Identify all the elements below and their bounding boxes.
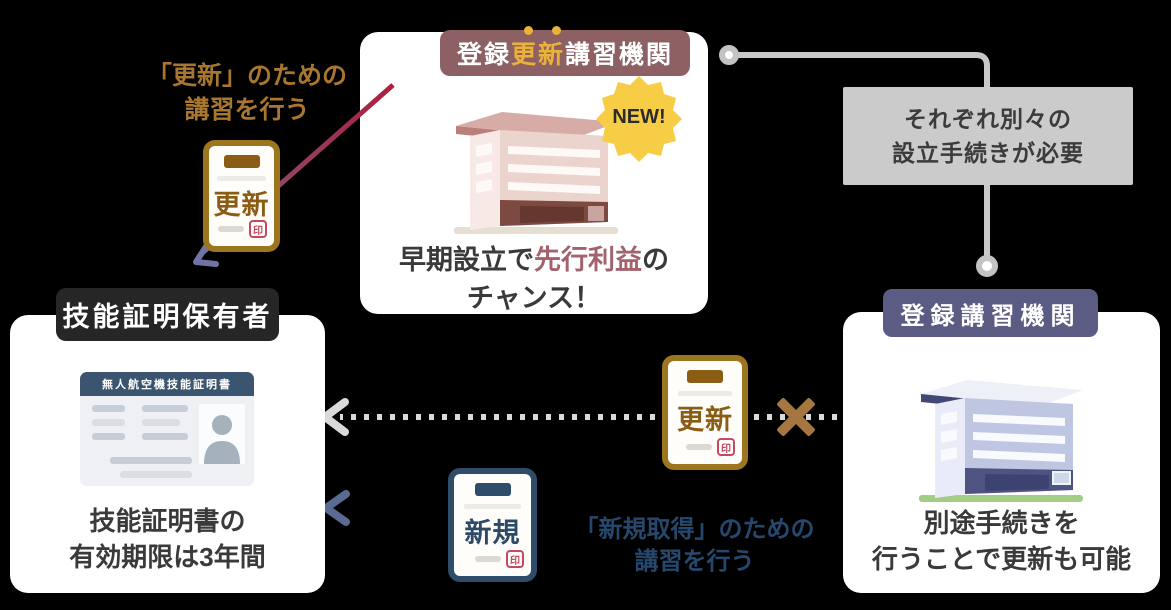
caption-line-1: 別途手続きを xyxy=(923,508,1080,538)
renewal-org-label: 登録更新講習機関 xyxy=(440,26,690,76)
cert-title: 更新 xyxy=(677,405,733,435)
note-line-1: それぞれ別々の xyxy=(904,105,1072,132)
id-card-title: 無人航空機技能証明書 xyxy=(80,372,254,396)
holder-card-caption: 技能証明書の 有効期限は3年間 xyxy=(10,503,325,576)
not-allowed-cross-icon xyxy=(771,392,821,442)
connector-ring-end xyxy=(976,255,998,277)
cert-clip xyxy=(223,155,260,168)
connector-ring-start xyxy=(719,45,739,65)
elbow-connector xyxy=(719,45,998,277)
photo-frame xyxy=(199,404,245,464)
blue-building-icon xyxy=(919,380,1083,502)
cert-rule xyxy=(217,176,266,181)
new-certificate-icon: 新規 印 xyxy=(448,468,537,582)
emphasized-word: 更新 xyxy=(510,41,565,69)
school-card-caption: 別途手続きを 行うことで更新も可能 xyxy=(843,505,1160,578)
seal-stamp-icon: 印 xyxy=(717,438,735,456)
emphasis-dot xyxy=(552,26,561,35)
caption-line-1: 技能証明書の xyxy=(89,506,246,536)
renewal-training-caption: 「更新」のための 講習を行う xyxy=(112,60,382,128)
caption-line-2: 講習を行う xyxy=(184,95,310,124)
cert-rule xyxy=(464,504,521,509)
new-badge-text: NEW! xyxy=(612,106,666,128)
renewal-certificate-icon: 更新 印 xyxy=(203,140,280,252)
placeholder-bar xyxy=(142,405,188,412)
placeholder-bar xyxy=(120,471,192,478)
cert-title: 更新 xyxy=(213,190,270,220)
placeholder-bar xyxy=(92,419,125,426)
caption-line-2: 有効期限は3年間 xyxy=(69,542,266,573)
training-org-label: 登録講習機関 xyxy=(883,289,1098,337)
person-silhouette-icon xyxy=(199,404,245,464)
placeholder-bar xyxy=(110,457,192,464)
main-card-caption: 早期設立で先行利益の チャンス！ xyxy=(360,242,708,318)
caption-line-1: 「更新」のための xyxy=(146,62,347,90)
cert-title: 新規 xyxy=(464,518,521,548)
new-acquisition-caption: 「新規取得」のための 講習を行う xyxy=(552,514,837,579)
new-starburst-badge xyxy=(596,76,682,162)
caption-line-2: 講習を行う xyxy=(634,548,755,576)
certificate-holder-label: 技能証明保有者 xyxy=(56,288,279,341)
cert-line xyxy=(686,444,712,450)
placeholder-bar xyxy=(92,405,125,412)
caption-line-2: チャンス！ xyxy=(466,282,602,313)
caption-line-1: 早期設立で先行利益の xyxy=(399,245,669,275)
placeholder-bar xyxy=(92,433,125,440)
caption-line-1: 「新規取得」のための xyxy=(574,516,815,543)
cert-clip xyxy=(687,370,723,383)
caption-line-2: 行うことで更新も可能 xyxy=(871,544,1132,575)
dotted-left-arrow xyxy=(321,398,850,436)
note-line-2: 設立手続きが必要 xyxy=(892,140,1084,166)
highlighted-text: 先行利益 xyxy=(534,245,642,275)
renewal-certificate-icon: 更新 印 xyxy=(662,355,748,470)
id-card-icon: 無人航空機技能証明書 xyxy=(80,372,254,486)
seal-stamp-icon: 印 xyxy=(249,220,267,238)
solid-left-arrow xyxy=(322,490,850,526)
cert-clip xyxy=(474,483,511,496)
placeholder-bar xyxy=(142,433,188,440)
pink-building-icon xyxy=(454,112,618,234)
cert-rule xyxy=(677,391,733,396)
placeholder-bar xyxy=(142,419,180,426)
renewal-org-card: NEW! 早期設立で先行利益の チャンス！ xyxy=(360,32,708,314)
seal-stamp-icon: 印 xyxy=(506,550,524,568)
certificate-holder-card: 無人航空機技能証明書 技能証明書の 有効期限は3年間 xyxy=(10,315,325,593)
cert-line xyxy=(475,556,501,562)
separate-procedures-note: それぞれ別々の 設立手続きが必要 xyxy=(843,87,1133,185)
training-org-card: 別途手続きを 行うことで更新も可能 xyxy=(843,312,1160,593)
cert-line xyxy=(218,226,244,232)
emphasis-dot xyxy=(524,26,533,35)
